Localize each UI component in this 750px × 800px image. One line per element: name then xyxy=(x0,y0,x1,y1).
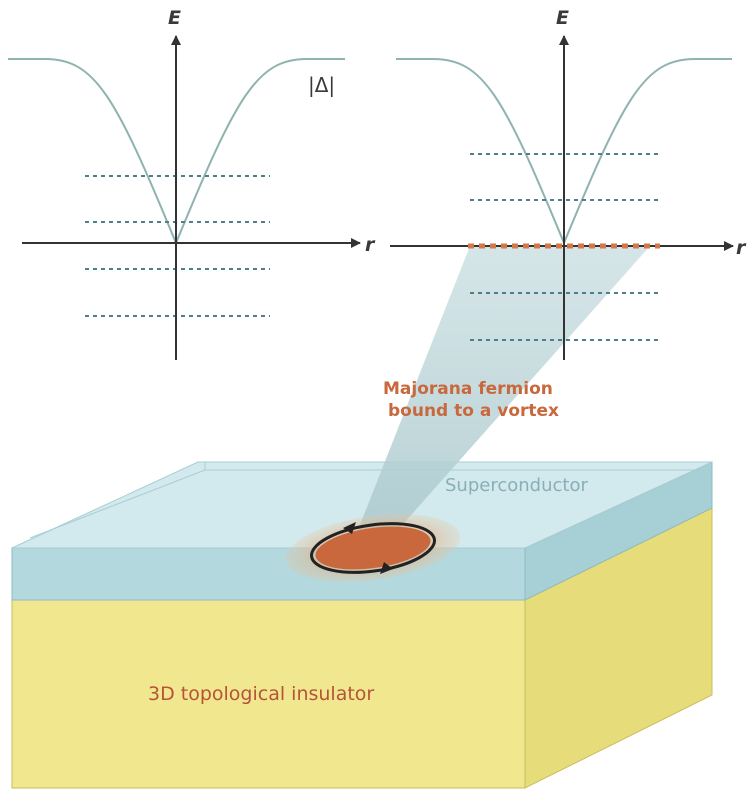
slab xyxy=(11,461,713,789)
left-y-axis-label: E xyxy=(168,7,181,29)
superconductor-front-face xyxy=(11,547,526,601)
right-y-axis-label: E xyxy=(556,7,569,29)
left-x-axis-label: r xyxy=(365,234,376,256)
circulation-arrow-left-icon xyxy=(343,522,356,534)
insulator-label: 3D topological insulator xyxy=(148,683,374,705)
vortex-core xyxy=(315,526,431,570)
majorana-label-line2: bound to a vortex xyxy=(388,401,559,421)
right-plot: E r xyxy=(390,7,747,360)
vortex xyxy=(285,514,461,582)
vortex-circulation-loop xyxy=(310,522,436,574)
projection-beam xyxy=(352,246,650,550)
gap-label: |Δ| xyxy=(308,73,335,97)
majorana-label-line1: Majorana fermion xyxy=(383,379,553,399)
right-x-axis-label: r xyxy=(736,237,747,259)
circulation-arrow-right-icon xyxy=(380,562,393,574)
superconductor-label: Superconductor xyxy=(445,475,588,496)
left-plot: E r |Δ| xyxy=(8,7,376,360)
